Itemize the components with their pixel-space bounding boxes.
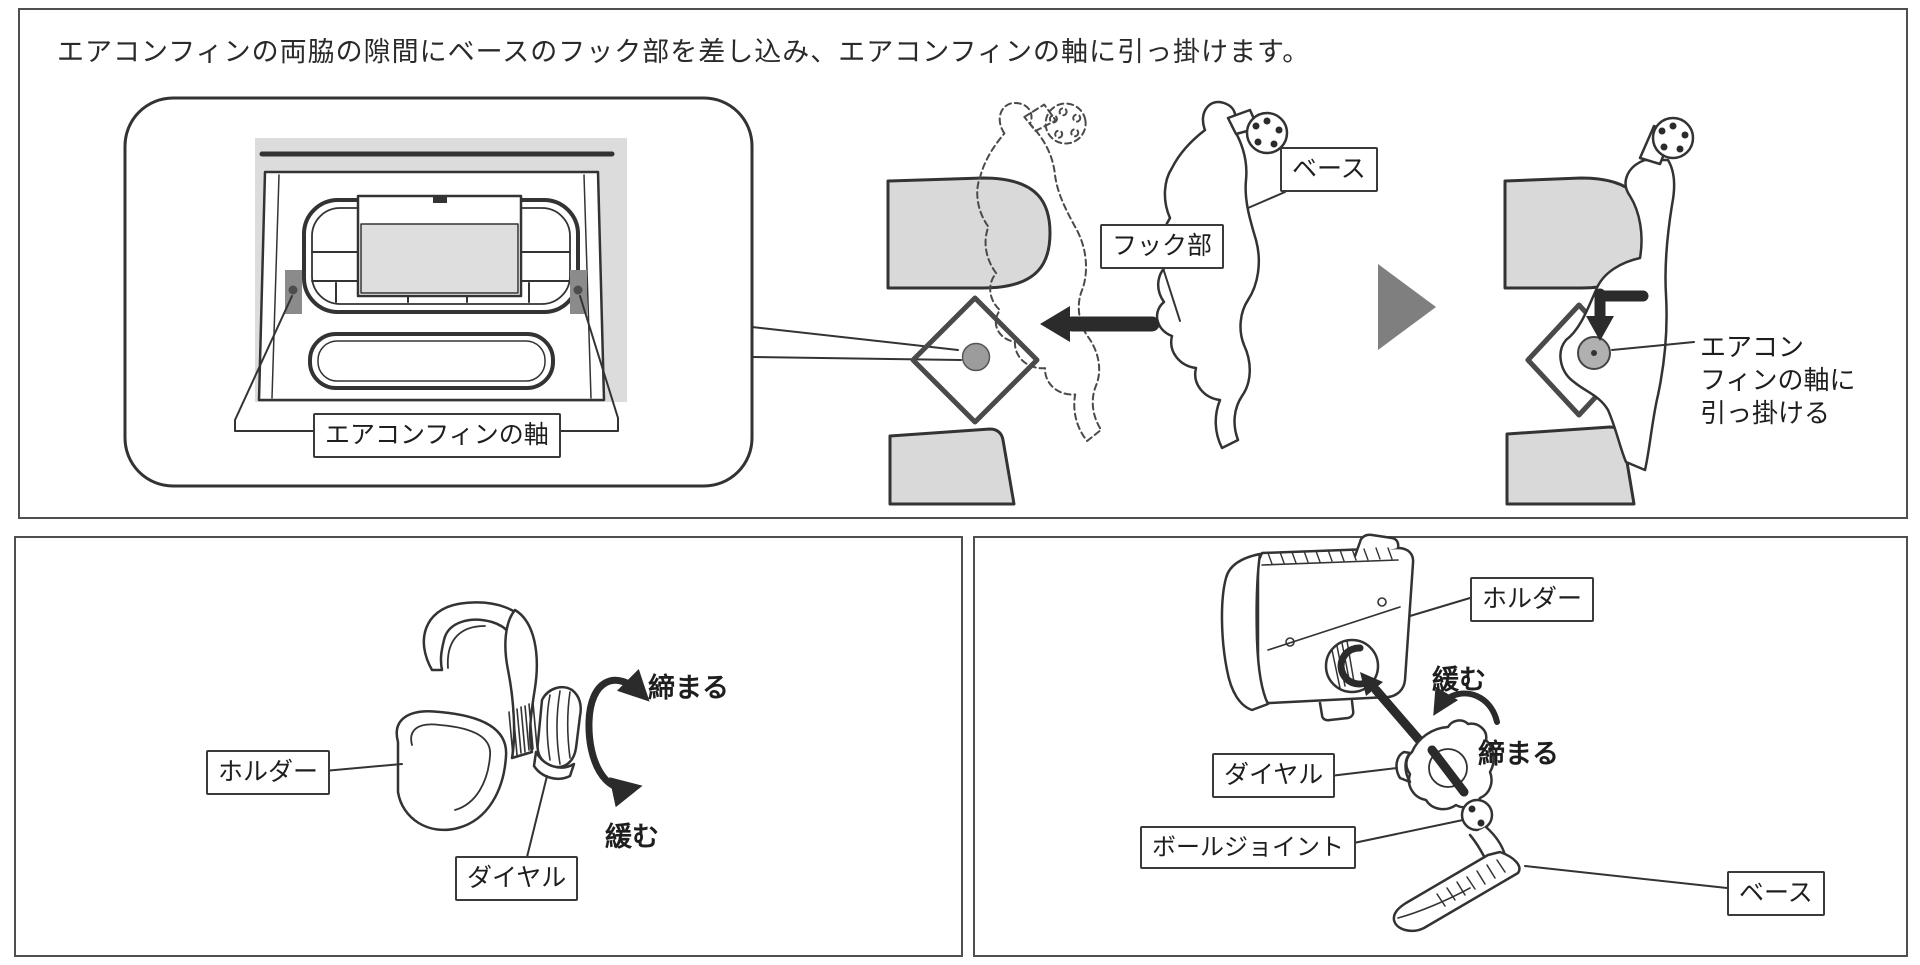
fin-axis-label: エアコンフィンの軸 (313, 413, 561, 458)
ball-joint-label: ボールジョイント (1140, 826, 1356, 870)
dial-label-bl: ダイヤル (455, 856, 579, 901)
base-with-ball-joint (1392, 798, 1521, 932)
dial-knob (532, 686, 582, 780)
holder-dial-illustration (323, 601, 650, 858)
ball-joint (1460, 798, 1494, 832)
hook-down-arrow (1586, 288, 1649, 341)
insert-step-illustration (886, 100, 1289, 506)
holder-label-bl: ホルダー (206, 750, 331, 795)
base-ghost (976, 102, 1103, 442)
tighten-text-br: 締まる (1478, 739, 1559, 770)
next-step-triangle (1378, 264, 1436, 350)
hook-note-line1: エアコン (1700, 333, 1805, 363)
hook-note-line3: 引っ掛ける (1700, 399, 1831, 430)
holder-label-br: ホルダー (1470, 577, 1595, 622)
holder-body (395, 710, 508, 832)
base-part (1155, 100, 1289, 450)
base-blade (1392, 850, 1521, 932)
rotate-arrow (585, 668, 650, 808)
rotate-arrow-small (1433, 686, 1500, 725)
thread-ring (508, 702, 538, 757)
loosen-text-br: 緩む (1432, 665, 1486, 696)
fin-axis (961, 342, 991, 372)
base-part-hooked (1559, 116, 1695, 472)
loosen-text-bl: 緩む (605, 822, 659, 853)
hook-note: エアコン フィンの軸に 引っ掛ける (1700, 332, 1855, 431)
base-label-br: ベース (1727, 871, 1825, 916)
right-axis-dot (573, 285, 583, 295)
hook-note-line2: フィンの軸に (1700, 366, 1856, 397)
holder-back-view (1220, 533, 1415, 722)
dial-part (1395, 719, 1495, 811)
attach-arrow (1360, 672, 1425, 746)
vent-knob (356, 194, 523, 298)
dashboard-upper (886, 176, 1052, 290)
dashboard-lower (1505, 425, 1636, 506)
exploded-illustration (1220, 533, 1728, 932)
hook-label: フック部 (1100, 224, 1225, 269)
holder-back (504, 608, 539, 760)
dashboard-lower (888, 427, 1016, 506)
insert-arrow (1040, 306, 1160, 342)
hooked-step-illustration (1503, 116, 1695, 506)
vent-detail-bubble (123, 96, 962, 488)
left-axis-dot (288, 285, 298, 295)
fin-bracket (910, 295, 1040, 425)
instruction-text: エアコンフィンの両脇の隙間にベースのフック部を差し込み、エアコンフィンの軸に引っ… (57, 37, 1311, 68)
dial-label-br: ダイヤル (1212, 753, 1336, 798)
tighten-text-bl: 締まる (648, 673, 729, 704)
base-label-top: ベース (1280, 147, 1378, 192)
